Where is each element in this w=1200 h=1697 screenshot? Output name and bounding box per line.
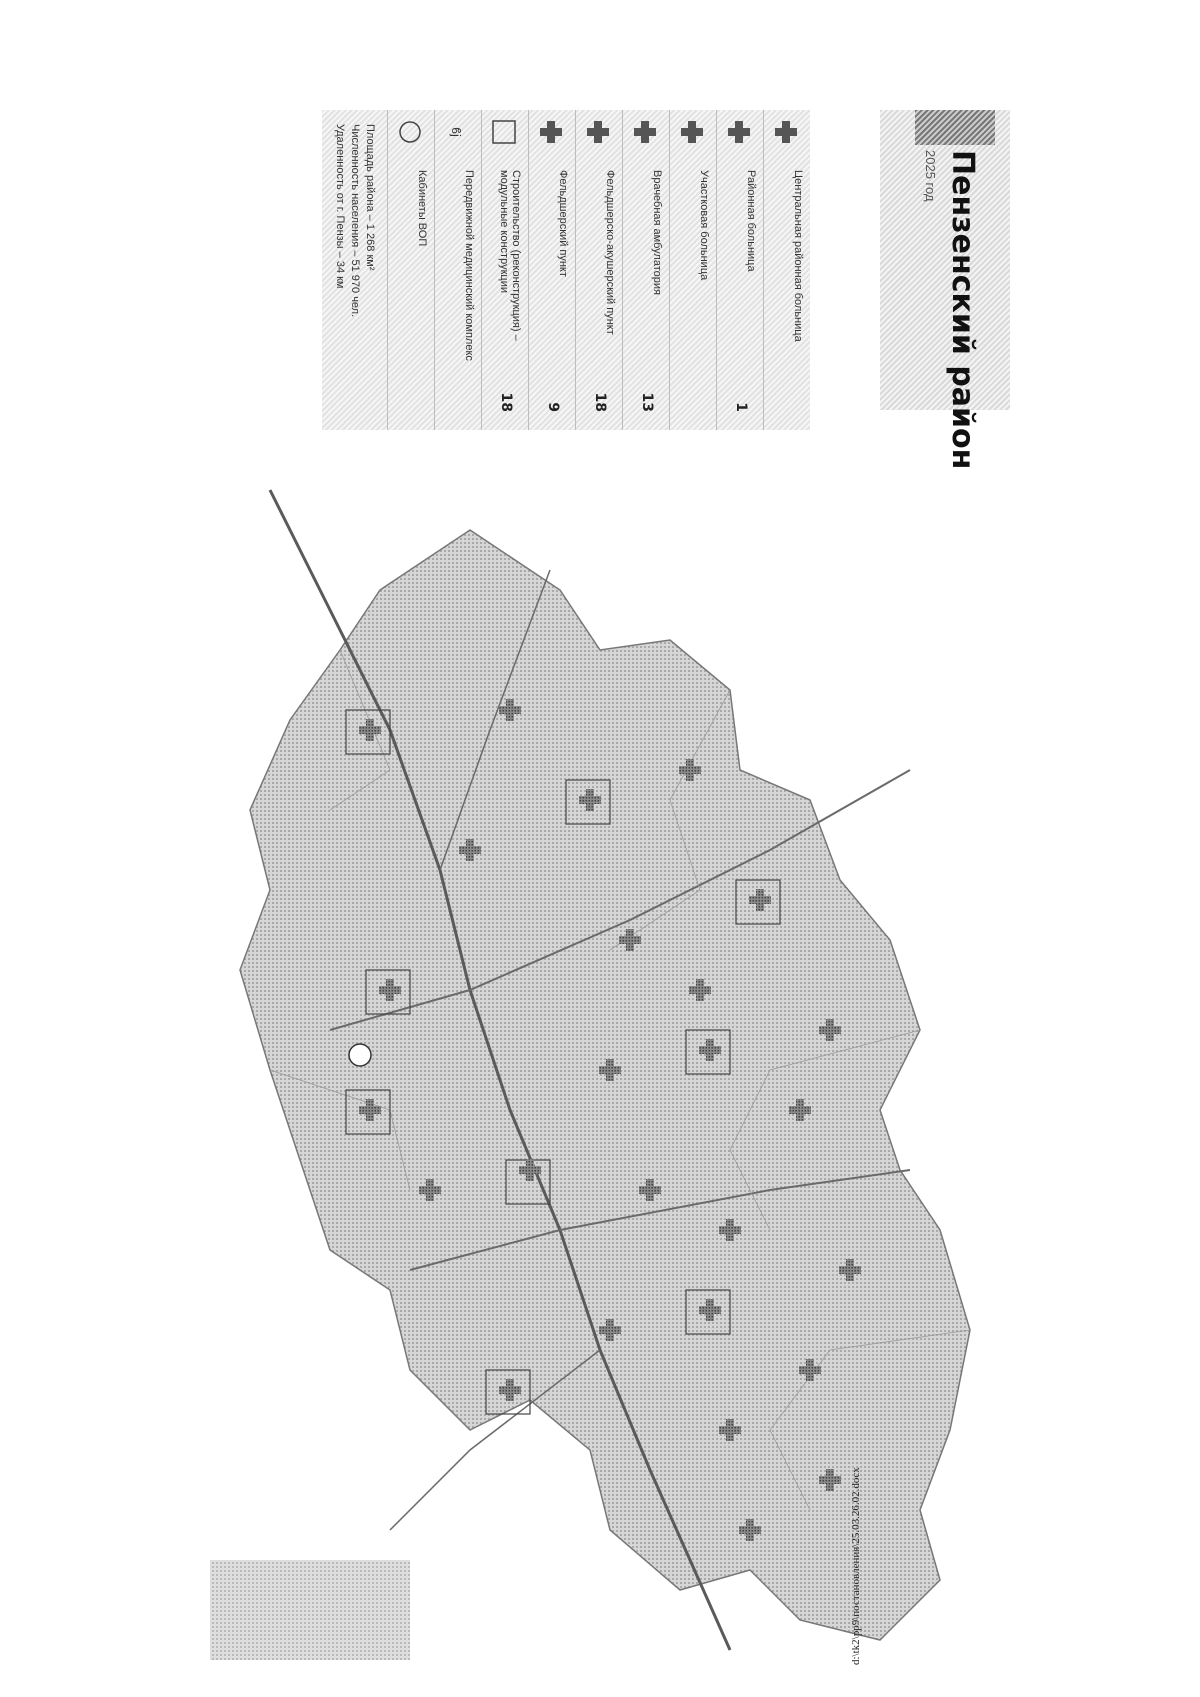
legend-row: Участковая больница — [669, 110, 716, 430]
circle-outline-icon — [399, 121, 421, 143]
district-title: Пензенский район — [945, 150, 980, 470]
legend-label: Фельдшерский пункт — [557, 170, 569, 277]
legend-count: 1 — [733, 402, 749, 412]
legend-label: Фельдшерско-акушерский пункт — [604, 170, 616, 335]
legend-row: Районная больница 1 — [716, 110, 763, 430]
medical-cross-icon — [634, 121, 656, 143]
legend-count: 9 — [545, 402, 561, 412]
legend-row: Строительство (реконструкция) – модульны… — [481, 110, 528, 430]
secondary-road — [439, 569, 551, 871]
legend-label: Кабинеты ВОП — [416, 170, 428, 247]
secondary-road — [329, 769, 911, 1031]
title-block: Пензенский район 2025 год — [880, 110, 1010, 469]
legend-row: Кабинеты ВОП — [387, 110, 434, 430]
legend-label: Врачебная амбулатория — [651, 170, 663, 295]
legend-count: 13 — [639, 392, 655, 412]
legend-label: Центральная районная больница — [792, 170, 804, 342]
medical-cross-icon — [728, 121, 750, 143]
legend-row: Фельдшерский пункт 9 — [528, 110, 575, 430]
legend-count: 18 — [498, 392, 514, 412]
legend-row: Врачебная амбулатория 13 — [622, 110, 669, 430]
legend-label: Участковая больница — [698, 170, 710, 281]
legend-panel: Центральная районная больница Районная бо… — [322, 110, 810, 430]
district-summary: Площадь района – 1 268 км² Численность н… — [322, 110, 387, 430]
map-sheet: Пензенский район 2025 год Центральная ра… — [210, 110, 1030, 1670]
secondary-road — [409, 1169, 911, 1271]
mobile-clinic-icon: ϐϳ — [449, 127, 463, 137]
legend-label: Районная больница — [745, 170, 757, 272]
main-road — [268, 489, 732, 1651]
legend-label: Строительство (реконструкция) – модульны… — [498, 170, 522, 341]
legend-label: Передвижной медицинский комплекс — [463, 170, 475, 361]
summary-population: Численность населения – 51 970 чел. — [349, 124, 361, 318]
district-subtitle: 2025 год — [923, 150, 938, 202]
medical-cross-icon — [587, 121, 609, 143]
secondary-road — [389, 1349, 601, 1531]
svg-text:ϐϳ: ϐϳ — [449, 127, 463, 137]
medical-cross-icon — [775, 121, 797, 143]
summary-area: Площадь района – 1 268 км² — [364, 124, 376, 271]
legend-count: 18 — [592, 392, 608, 412]
medical-cross-icon — [540, 121, 562, 143]
legend-row: Центральная районная больница — [763, 110, 810, 430]
square-outline-icon — [492, 120, 516, 144]
title-swatch — [915, 110, 995, 145]
summary-distance: Удаленность от г. Пензы – 34 км — [334, 124, 346, 289]
document-path: d:\tk2\pp9\постановления\25.03.26.02.doc… — [850, 1467, 862, 1665]
legend-row: Фельдшерско-акушерский пункт 18 — [575, 110, 622, 430]
district-map — [210, 489, 971, 1660]
medical-cross-icon — [681, 121, 703, 143]
district-boundary — [239, 529, 971, 1641]
